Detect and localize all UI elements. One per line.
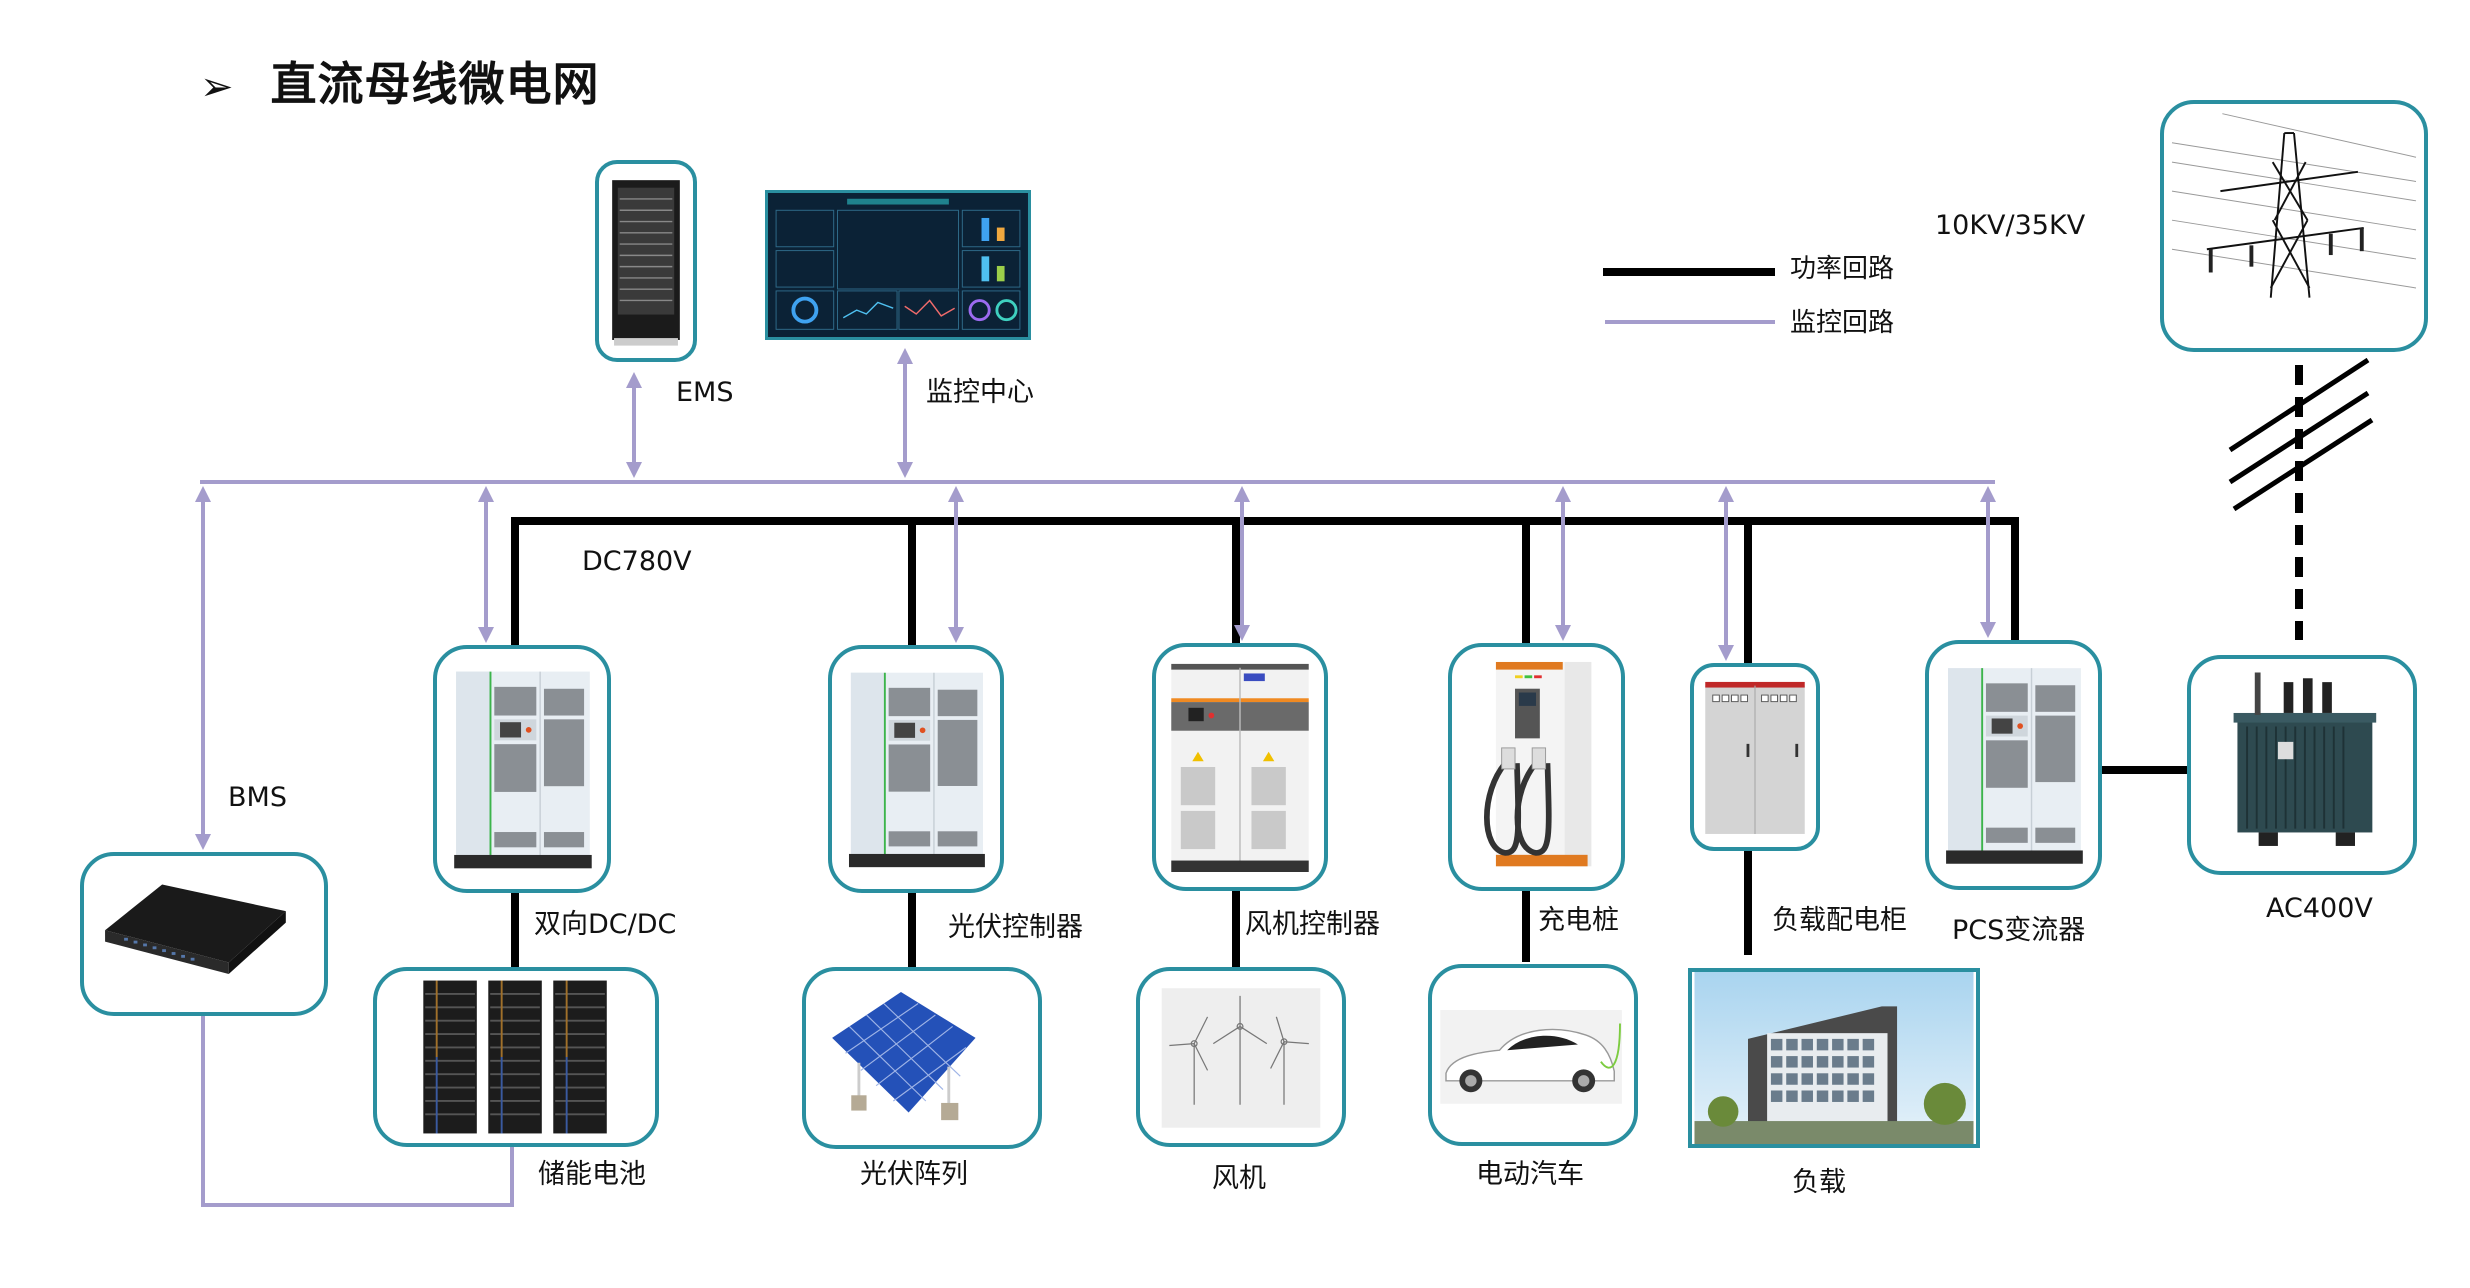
converter-cabinet-icon [454,671,592,869]
bidirectional-dcdc-cabinet[interactable] [433,645,611,893]
bms-unit-icon [105,884,286,974]
arrow-bullet-icon: ➢ [200,64,235,110]
dcdc-link-arrow-down-icon [478,627,494,643]
ems-server[interactable] [595,160,697,362]
load-building[interactable] [1688,968,1980,1148]
transformer-icon [2233,672,2377,846]
monitor-arrows [195,348,1996,850]
load-distribution-cabinet[interactable] [1690,663,1820,851]
wind-controller-link-arrow-up-icon [1234,486,1250,502]
pv-array-label: 光伏阵列 [860,1159,968,1190]
wind-turbine-label: 风机 [1212,1163,1266,1194]
dcdc-label: 双向DC/DC [534,909,677,940]
distribution-cabinet-icon [1705,681,1805,834]
bms-link-arrow-down-icon [195,834,211,850]
bms-label: BMS [228,782,287,813]
ac-voltage-label: AC400V [2266,893,2373,924]
wind-controller-icon [1171,663,1309,872]
ev-label: 电动汽车 [1476,1159,1584,1190]
charger-link-arrow-up-icon [1555,486,1571,502]
dc-bus-voltage-label: DC780V [582,546,692,577]
charging-pile[interactable] [1448,643,1625,891]
dcdc-link-arrow-up-icon [478,486,494,502]
legend-power-label: 功率回路 [1790,254,1895,284]
load-cabinet-link-arrow-down-icon [1718,645,1734,661]
pv-controller-link-arrow-down-icon [948,627,964,643]
monitor-center-link-arrow-up-icon [897,348,913,364]
three-phase-slash-2 [2228,390,2370,485]
transmission-tower-icon [2171,113,2417,298]
battery-rack-icon [423,980,607,1134]
battery-storage[interactable] [373,967,659,1147]
bms-device[interactable] [80,852,328,1016]
legend-monitor-label: 监控回路 [1790,308,1895,338]
bms-link-arrow-up-icon [195,486,211,502]
pcs-converter-cabinet[interactable] [1925,640,2102,890]
pcs-link-arrow-up-icon [1980,486,1996,502]
load-cabinet-label: 负载配电柜 [1772,905,1907,936]
monitor-center-label: 监控中心 [926,377,1034,408]
pv-array[interactable] [802,967,1042,1149]
pv-controller-cabinet[interactable] [828,645,1004,893]
battery-label: 储能电池 [538,1159,646,1190]
bms-battery-monitor-line [201,1015,514,1207]
dc-power-bus [511,517,2019,648]
three-phase-slash-3 [2232,417,2374,512]
three-phase-slash-1 [2228,357,2370,453]
wind-controller-label: 风机控制器 [1245,909,1380,940]
wind-turbine-icon [1161,988,1321,1128]
title-text: 直流母线微电网 [270,57,600,111]
ems-label: EMS [676,377,734,408]
ems-link-arrow-up-icon [626,372,642,388]
monitor-center-screen[interactable] [765,190,1031,340]
load-label: 负载 [1792,1167,1846,1198]
monitor-center-link-arrow-down-icon [897,462,913,478]
wind-controller-link-arrow-down-icon [1234,625,1250,641]
ems-link-arrow-down-icon [626,462,642,478]
load-cabinet-link-arrow-up-icon [1718,486,1734,502]
pv-controller-link-arrow-up-icon [948,486,964,502]
electric-vehicle[interactable] [1428,964,1638,1146]
ev-charger-icon [1484,661,1592,867]
charger-label: 充电桩 [1538,905,1619,936]
pcs-label: PCS变流器 [1952,915,2086,946]
wind-turbines[interactable] [1136,967,1346,1147]
grid-voltage-label: 10KV/35KV [1935,210,2086,241]
dashboard-icon [770,193,1026,337]
charger-link-arrow-down-icon [1555,625,1571,641]
building-icon [1694,972,1974,1144]
converter-cabinet-icon [848,672,985,868]
ev-car-icon [1440,1010,1622,1104]
pcs-link-arrow-down-icon [1980,622,1996,638]
page-title: ➢ 直流母线微电网 [200,48,600,114]
pv-controller-label: 光伏控制器 [948,912,1083,943]
transformer[interactable] [2187,655,2417,875]
converter-cabinet-icon [1946,668,2083,864]
server-rack-icon [612,180,680,346]
solar-panel-icon [832,992,976,1121]
wind-controller-cabinet[interactable] [1152,643,1328,891]
grid-tower[interactable] [2160,100,2428,352]
